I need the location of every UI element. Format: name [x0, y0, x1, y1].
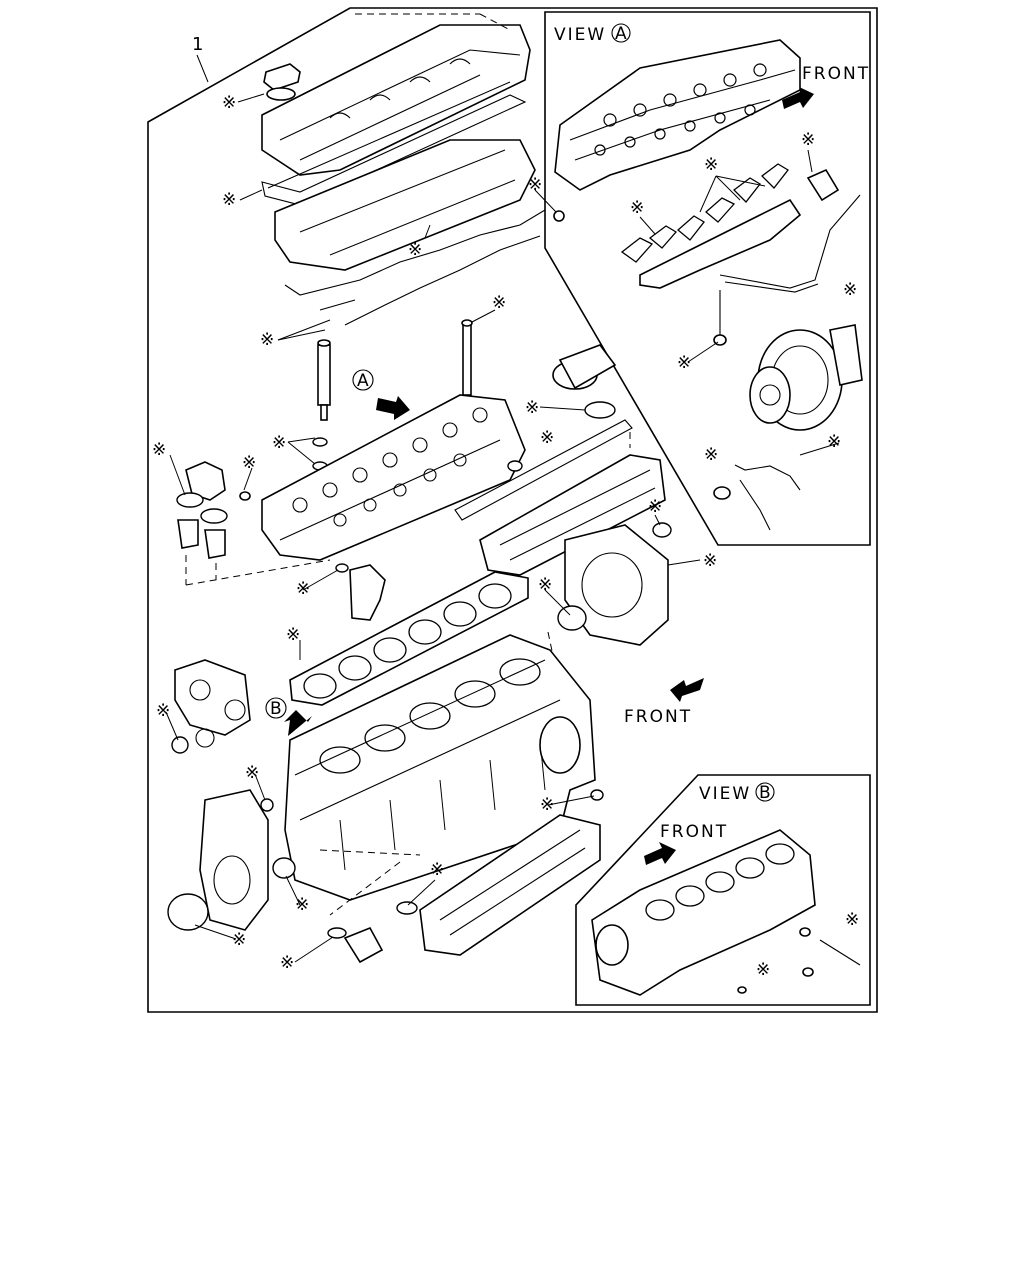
- cylinder-head-gasket: [289, 571, 529, 706]
- svg-text:※: ※: [242, 453, 256, 473]
- water-outlet-pipe: [349, 564, 386, 621]
- intake-manifold-gasket: [454, 419, 633, 521]
- svg-text:※: ※: [801, 130, 815, 150]
- view-a-letter: A: [615, 24, 629, 44]
- svg-text:※: ※: [492, 293, 506, 313]
- ref-a-letter: A: [357, 371, 371, 391]
- svg-text:※: ※: [827, 432, 841, 452]
- view-a-front-label: FRONT: [802, 64, 870, 84]
- svg-text:※: ※: [156, 701, 170, 721]
- cylinder-head-cover: [261, 24, 531, 176]
- view-a-label: VIEW: [554, 25, 606, 45]
- ref-a-circle: [352, 369, 374, 391]
- view-a-circle: [611, 23, 631, 43]
- svg-text:※: ※: [295, 895, 309, 915]
- oil-cooler: [419, 814, 601, 956]
- svg-text:※: ※: [843, 280, 857, 300]
- svg-text:※: ※: [280, 953, 294, 973]
- cap-seal: [266, 87, 296, 101]
- svg-text:※: ※: [704, 155, 718, 175]
- head-cover-gasket: [261, 94, 527, 206]
- svg-text:※: ※: [430, 860, 444, 880]
- view-b-inset: VIEW B FRONT ※ ※: [575, 774, 871, 1006]
- callout-number: 1: [192, 34, 203, 55]
- svg-text:※: ※: [222, 190, 236, 210]
- view-b-front-arrow: [644, 842, 676, 865]
- svg-text:※: ※: [296, 579, 310, 599]
- svg-text:※: ※: [260, 330, 274, 350]
- kit-boundary: [147, 7, 878, 1013]
- cam-carrier-housing: [274, 139, 536, 271]
- view-a-inset: VIEW A FRONT: [544, 11, 871, 546]
- svg-text:※: ※: [540, 428, 554, 448]
- view-b-label: VIEW: [699, 784, 751, 804]
- svg-text:※: ※: [408, 240, 422, 260]
- oil-pump-cover: [174, 659, 251, 736]
- svg-text:※: ※: [245, 763, 259, 783]
- svg-text:※: ※: [232, 930, 246, 950]
- svg-text:※: ※: [525, 398, 539, 418]
- main-exploded-view: A: [152, 13, 717, 973]
- ref-b-arrow: [284, 710, 312, 736]
- main-front-arrow: [670, 678, 704, 702]
- view-b-front-label: FRONT: [660, 822, 728, 842]
- svg-text:※: ※: [286, 625, 300, 645]
- svg-text:※: ※: [704, 445, 718, 465]
- svg-text:※: ※: [538, 575, 552, 595]
- svg-text:※: ※: [677, 353, 691, 373]
- ref-b-circle: [265, 697, 287, 719]
- oil-filler-cap: [263, 63, 301, 91]
- svg-text:※: ※: [756, 960, 770, 980]
- svg-text:※: ※: [703, 551, 717, 571]
- throttle-body: [552, 344, 617, 390]
- intake-manifold: [479, 454, 666, 576]
- water-temp-sensor: [343, 926, 384, 964]
- svg-text:※: ※: [845, 910, 859, 930]
- main-front-label: FRONT: [624, 707, 692, 727]
- turbocharger: [749, 329, 843, 431]
- view-b-letter: B: [759, 783, 773, 803]
- svg-text:※: ※: [528, 175, 542, 195]
- ref-a-arrow: [376, 396, 410, 420]
- svg-text:※: ※: [272, 433, 286, 453]
- timing-gear-case: [199, 789, 269, 931]
- svg-text:※: ※: [152, 440, 166, 460]
- fuel-injector: [317, 339, 331, 421]
- svg-text:※: ※: [630, 198, 644, 218]
- view-a-front-arrow: [782, 86, 814, 109]
- svg-text:※: ※: [222, 93, 236, 113]
- svg-text:※: ※: [540, 795, 554, 815]
- svg-text:※: ※: [648, 497, 662, 517]
- ref-b-letter: B: [270, 699, 284, 719]
- glow-plug: [461, 319, 473, 396]
- fuel-injection-pipes: [284, 209, 546, 296]
- kit-component-markers: ※※※ ※※※ ※※※ ※※※ ※※※ ※※※ ※※※ ※※: [152, 93, 717, 973]
- view-b-circle: [755, 782, 775, 802]
